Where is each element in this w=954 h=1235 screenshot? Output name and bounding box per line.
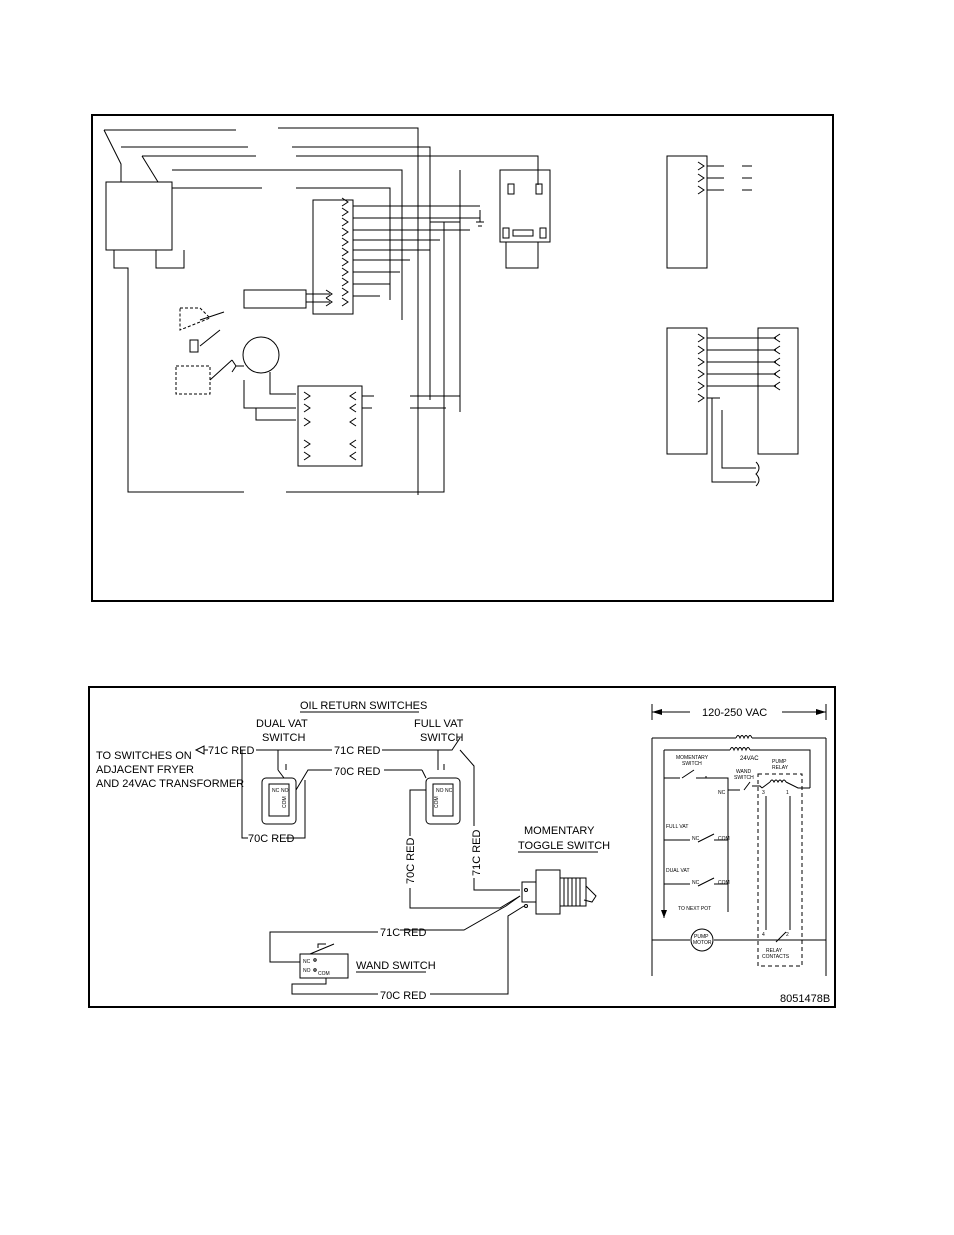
sch-dual-vat-nc: NC bbox=[692, 880, 700, 886]
sch-momentary-l2: SWITCH bbox=[682, 761, 702, 767]
right-connector-top bbox=[666, 155, 708, 269]
dual-vat-nc: NC bbox=[272, 788, 280, 794]
pump-motor-label-1: PUMP bbox=[694, 934, 709, 940]
plug-block bbox=[243, 289, 307, 309]
wand-com: COM bbox=[318, 971, 330, 977]
transformer-label: 24VAC bbox=[740, 756, 759, 762]
relay-contacts-label-2: CONTACTS bbox=[762, 954, 790, 960]
bottom-diagram: OIL RETURN SWITCHES DUAL VAT SWITCH FULL… bbox=[88, 686, 836, 1008]
wand-switch-label: WAND SWITCH bbox=[356, 960, 436, 972]
full-vat-label-2: SWITCH bbox=[420, 732, 463, 744]
sch-dual-vat: DUAL VAT bbox=[666, 868, 690, 874]
terminal-block-center bbox=[312, 199, 354, 315]
wand-nc: NC bbox=[303, 959, 311, 965]
wire-label-70c-c: 70C RED bbox=[380, 990, 427, 1002]
top-diagram-frame bbox=[91, 114, 834, 602]
dual-vat-label-1: DUAL VAT bbox=[256, 718, 308, 730]
sch-wand-l1: WAND bbox=[736, 769, 751, 775]
sch-momentary-l1: MOMENTARY bbox=[676, 755, 709, 761]
transformer-secondary-icon bbox=[729, 747, 751, 752]
wire-label-70c-b: 70C RED bbox=[248, 833, 295, 845]
adjacent-label-1: TO SWITCHES ON bbox=[96, 750, 192, 762]
relay-terminal-2: 2 bbox=[786, 932, 789, 938]
to-next-pot-label: TO NEXT POT bbox=[678, 906, 711, 912]
sch-nc-wand: NC bbox=[718, 790, 726, 796]
bottom-diagram-frame bbox=[88, 686, 836, 1008]
pump-relay-label-1: PUMP bbox=[772, 759, 787, 765]
full-vat-label-1: FULL VAT bbox=[414, 718, 464, 730]
full-vat-nc: NC bbox=[445, 788, 453, 794]
part-number: 8051478B bbox=[780, 993, 830, 1005]
adjacent-arrow-icon bbox=[194, 745, 205, 755]
dual-vat-com: COM bbox=[282, 796, 288, 808]
relay-terminal-4: 4 bbox=[762, 932, 765, 938]
oil-return-title: OIL RETURN SWITCHES bbox=[300, 700, 427, 712]
momentary-toggle-label-1: MOMENTARY bbox=[524, 825, 595, 837]
relay-contacts-label-1: RELAY bbox=[766, 948, 783, 954]
adjacent-label-2: ADJACENT FRYER bbox=[96, 764, 194, 776]
wire-label-71c-b: 71C RED bbox=[334, 745, 381, 757]
pump-relay-label-2: RELAY bbox=[772, 765, 789, 771]
dimension-arrow-right-icon bbox=[816, 709, 826, 715]
full-vat-no: NO bbox=[436, 788, 444, 794]
relay-terminal-3: 3 bbox=[762, 790, 765, 796]
wand-switch: NC NO COM bbox=[299, 943, 349, 979]
momentary-toggle-label-2: TOGGLE SWITCH bbox=[518, 840, 610, 852]
wire-label-71c-a: 71C RED bbox=[208, 745, 255, 757]
pump-motor-icon bbox=[690, 928, 714, 952]
transformer-primary-icon bbox=[735, 735, 753, 740]
pump-relay-dashed-box bbox=[757, 773, 803, 967]
wire-label-70c-vert: 70C RED bbox=[405, 837, 417, 884]
dual-vat-label-2: SWITCH bbox=[262, 732, 305, 744]
sch-dual-vat-com: COM bbox=[718, 880, 730, 886]
control-board bbox=[499, 169, 551, 243]
sch-full-vat-nc: NC bbox=[692, 836, 700, 842]
top-wiring-diagram bbox=[91, 114, 834, 602]
pump-motor-label-2: MOTOR bbox=[693, 940, 712, 946]
voltage-label: 120-250 VAC bbox=[702, 707, 767, 719]
sch-full-vat-com: COM bbox=[718, 836, 730, 842]
right-connector-bottom-b bbox=[757, 327, 799, 455]
relay-terminal-1: 1 bbox=[786, 790, 789, 796]
motor-symbol bbox=[242, 336, 280, 374]
adjacent-label-3: AND 24VAC TRANSFORMER bbox=[96, 778, 244, 790]
full-vat-com: COM bbox=[434, 796, 440, 808]
wand-no: NO bbox=[303, 968, 311, 974]
momentary-toggle-switch bbox=[521, 869, 597, 915]
transformer-block bbox=[105, 181, 173, 251]
wire-label-70c-a: 70C RED bbox=[334, 766, 381, 778]
dual-vat-switch bbox=[261, 777, 297, 825]
dual-vat-no: NO bbox=[281, 788, 289, 794]
full-vat-switch bbox=[425, 777, 461, 825]
wire-label-71c-vert: 71C RED bbox=[471, 829, 483, 876]
wire-label-71c-c: 71C RED bbox=[380, 927, 427, 939]
lower-connector bbox=[297, 385, 363, 467]
ladder-schematic: 120-250 VAC 24VAC MOMENTARY SWITCH WAND … bbox=[651, 704, 827, 976]
dimension-arrow-left-icon bbox=[652, 709, 662, 715]
to-next-pot-arrow-icon bbox=[661, 910, 667, 918]
pump-relay-coil-icon bbox=[769, 779, 787, 784]
sch-wand-l2: SWITCH bbox=[734, 775, 754, 781]
right-connector-bottom-a bbox=[666, 327, 708, 455]
sch-full-vat: FULL VAT bbox=[666, 824, 688, 830]
